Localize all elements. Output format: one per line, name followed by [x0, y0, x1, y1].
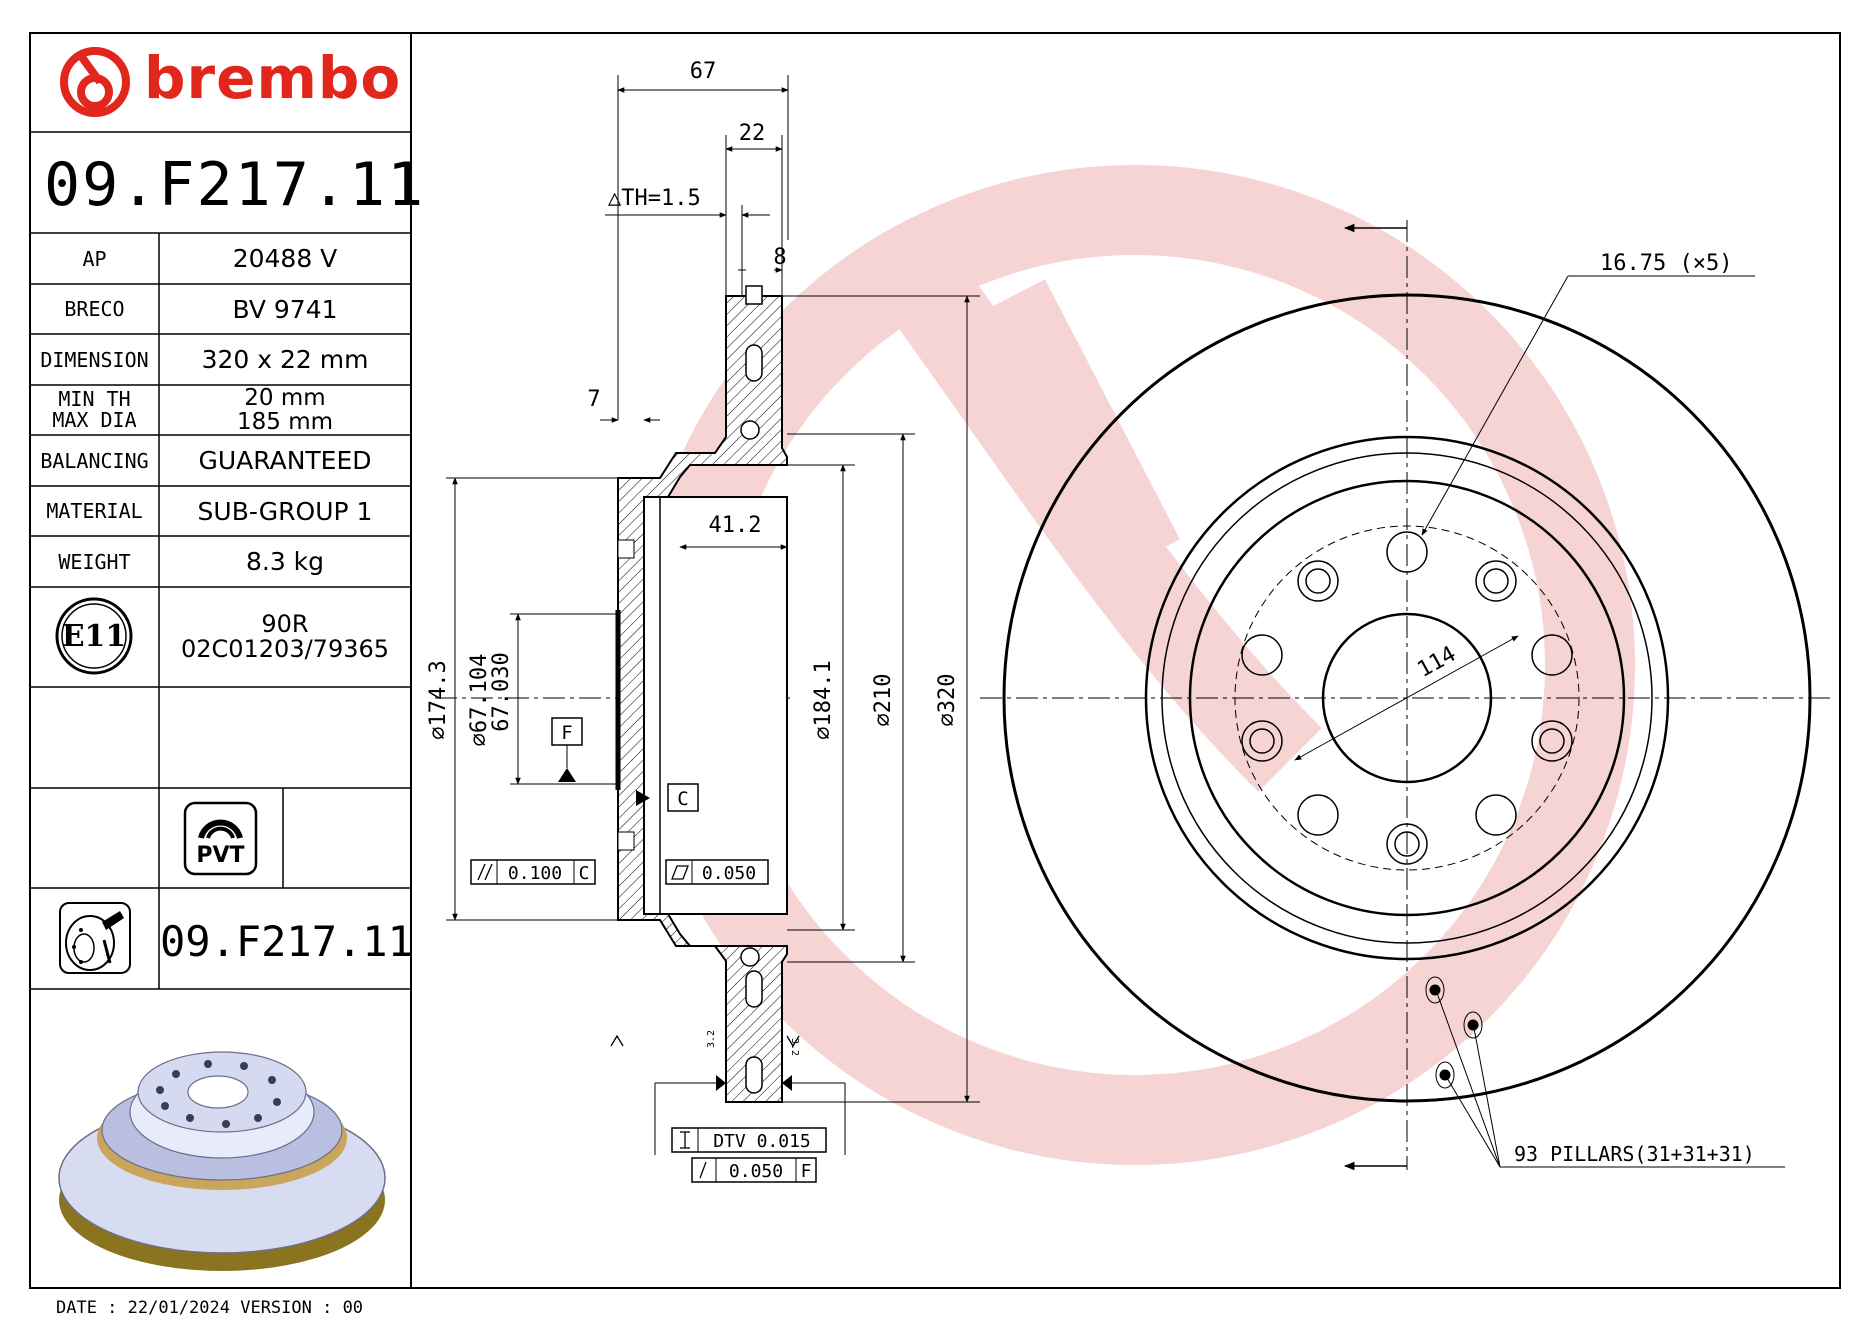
e11-approval-mark: [55, 597, 133, 675]
spec-value-balancing: GUARANTEED: [198, 446, 372, 475]
spec-label-max-dia: MAX DIA: [52, 408, 137, 432]
front-view: [980, 220, 1830, 1171]
title-block-grid: [30, 131, 411, 990]
spec-value-material: SUB-GROUP 1: [197, 496, 373, 526]
spec-value-breco: BV 9741: [232, 294, 338, 324]
brembo-watermark: [635, 165, 1635, 1165]
pvt-icon: [183, 801, 258, 876]
pvt-label: PVT: [196, 842, 245, 868]
spec-value-min-th: 20 mm: [244, 384, 326, 411]
brembo-logo-icon: [60, 47, 130, 117]
approval-line-1: 90R: [261, 609, 309, 638]
outer-frame: [29, 32, 1841, 1289]
e11-mark-text: E11: [61, 618, 127, 654]
spec-label-balancing: BALANCING: [40, 448, 149, 473]
spec-value-ap: 20488 V: [232, 244, 338, 273]
approval-codes: 90R 02C01203/79365: [159, 592, 411, 682]
approval-line-2: 02C01203/79365: [180, 635, 390, 663]
spec-label-weight: WEIGHT: [58, 549, 131, 574]
spec-value-min-th-max-dia: 20 mm 185 mm: [159, 385, 411, 435]
disc-section-icon: [59, 902, 131, 974]
spec-label-breco: BRECO: [64, 297, 125, 321]
part-number-footer: 09.F217.11: [160, 917, 413, 966]
part-number-title: 09.F217.11: [44, 150, 426, 220]
spec-value-dimension: 320 x 22 mm: [201, 345, 369, 374]
disc-3d-render: [58, 1051, 386, 1271]
spec-label-ap: AP: [82, 246, 107, 271]
cross-section-view: [435, 75, 980, 1183]
spec-value-weight: 8.3 kg: [245, 547, 325, 576]
spec-value-max-dia: 185 mm: [236, 409, 334, 435]
spec-label-min-th: MIN TH: [58, 387, 131, 411]
date-version: DATE : 22/01/2024 VERSION : 00: [56, 1298, 364, 1318]
spec-label-material: MATERIAL: [46, 499, 143, 523]
brand-wordmark: brembo: [144, 44, 402, 112]
spec-label-dimension: DIMENSION: [40, 347, 149, 372]
spec-label-min-th-max-dia: MIN TH MAX DIA: [30, 385, 159, 435]
